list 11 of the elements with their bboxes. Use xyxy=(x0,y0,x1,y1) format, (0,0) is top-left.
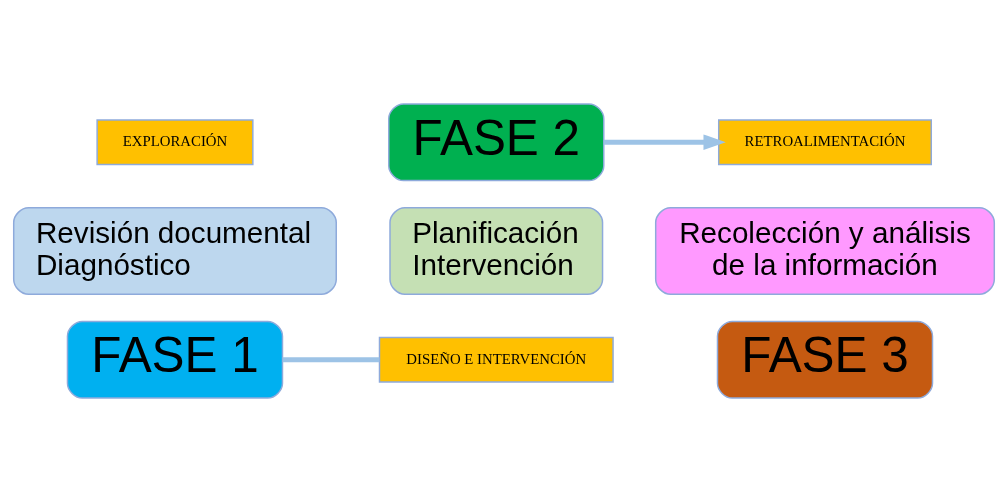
node-box: DISEÑO E INTERVENCIÓN xyxy=(378,336,614,383)
node-box: EXPLORACIÓN xyxy=(96,119,254,166)
node-box: Planificación Intervención xyxy=(389,207,604,295)
node-box: FASE 1 xyxy=(66,320,284,399)
node-box: Revisión documental Diagnóstico xyxy=(12,207,337,295)
node-box: RETROALIMENTACIÓN xyxy=(718,119,932,166)
node-box: FASE 3 xyxy=(716,320,934,399)
arrow xyxy=(603,134,726,151)
connector xyxy=(282,357,380,363)
node-box: FASE 2 xyxy=(388,103,605,182)
node-box: Recolección y análisis de la información xyxy=(654,207,996,295)
